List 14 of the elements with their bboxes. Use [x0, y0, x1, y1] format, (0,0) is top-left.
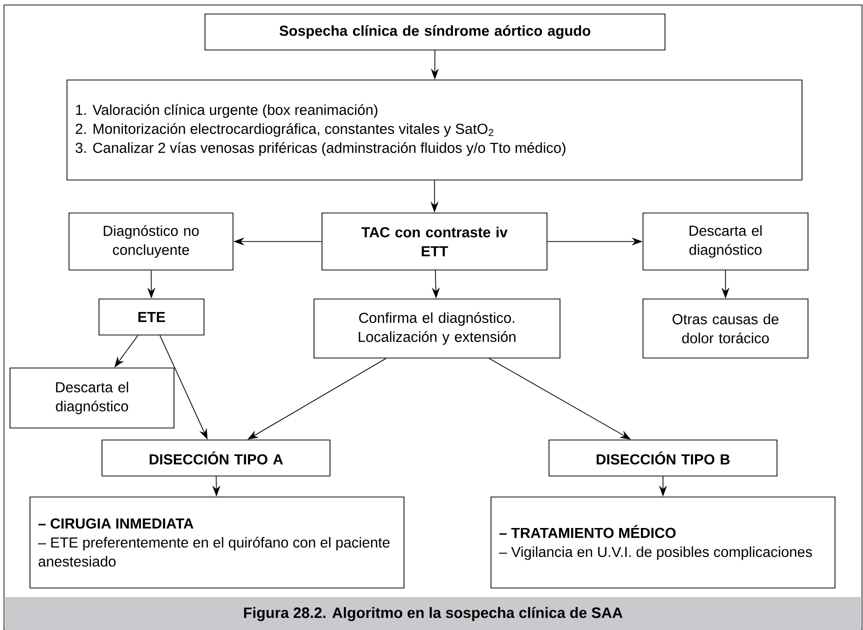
- process-box: DISECCIÓN TIPO B: [548, 440, 778, 476]
- process-box: – CIRUGIA INMEDIATA – ETE preferentemente en el quirófano con el paciente anestesiado: [30, 496, 404, 588]
- process-box: Descarta el diagnóstico: [642, 212, 808, 270]
- process-box: Diagnóstico no concluyente: [68, 212, 234, 270]
- process-box: Otras causas de dolor torácico: [642, 298, 808, 358]
- process-box: ETE: [98, 298, 204, 336]
- process-box: Confirma el diagnóstico. Localización y extensión: [314, 298, 560, 358]
- process-box: TAC con contraste iv ETT: [322, 212, 548, 270]
- process-box: DISECCIÓN TIPO A: [102, 440, 330, 476]
- process-box: Descarta el diagnóstico: [10, 368, 174, 428]
- process-box: – TRATAMIENTO MÉDICO – Vigilancia en U.V.I. de posibles complicaciones: [490, 496, 836, 588]
- process-box: 1. Valoración clínica urgente (box reanimación) 2. Monitorización electrocardiográfica, constantes vitales y SatO$_{2}$ 3. Canalizar 2 vías venosas priféricas (adminstración fluidos y/o Tto médico): [66, 80, 802, 180]
- caption-band: Figura 28.2. Algoritmo en la sospecha clínica de SAA: [5, 597, 861, 630]
- heading-box: Sospecha clínica de síndrome aórtico agudo: [204, 14, 666, 50]
